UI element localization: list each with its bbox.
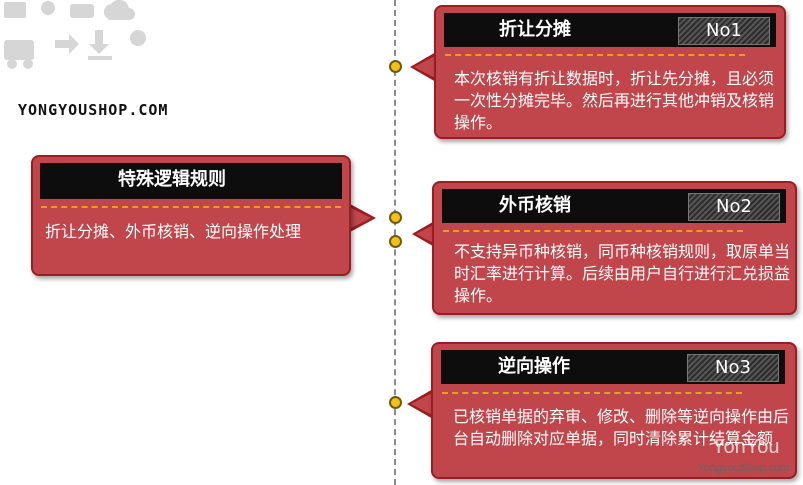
rule-card-1: 折让分摊 No1 本次核销有折让数据时，折让先分摊，且必须一次性分摊完毕。然后再… bbox=[434, 5, 786, 139]
timeline-dot-1 bbox=[389, 60, 402, 73]
rule-card-2: 外币核销 No2 不支持异币种核销，同币种核销规则，取原单当时汇率进行计算。后续… bbox=[432, 181, 797, 315]
rule-card-3: 逆向操作 No3 已核销单据的弃审、修改、删除等逆向操作由后台自动删除对应单据，… bbox=[431, 342, 797, 479]
watermark-logo: YonYou bbox=[712, 436, 780, 458]
box-icon bbox=[4, 2, 26, 18]
rule-card-3-header: 逆向操作 No3 bbox=[441, 350, 785, 384]
rule-card-2-header: 外币核销 No2 bbox=[442, 189, 786, 223]
rule-card-2-number-badge: No2 bbox=[688, 193, 780, 221]
truck-icon bbox=[4, 40, 34, 60]
timeline-dot-center bbox=[389, 211, 402, 224]
rule-card-2-title: 外币核销 bbox=[499, 195, 571, 216]
timeline-dot-3 bbox=[389, 396, 402, 409]
rule-card-1-body: 本次核销有折让数据时，折让先分摊，且必须一次性分摊完毕。然后再进行其他冲销及核销… bbox=[454, 69, 775, 132]
rule-card-3-divider bbox=[442, 392, 742, 394]
arrow-icon bbox=[55, 34, 79, 54]
rule-card-1-title: 折让分摊 bbox=[499, 19, 571, 40]
decorative-icons bbox=[4, 0, 146, 69]
cloud-icon bbox=[103, 0, 135, 20]
center-card-divider bbox=[41, 206, 341, 208]
rule-card-1-pointer-fill bbox=[414, 55, 437, 79]
center-card-header: 特殊逻辑规则 bbox=[40, 163, 342, 199]
gear-icon bbox=[130, 30, 146, 46]
center-card-body: 折让分摊、外币核销、逆向操作处理 bbox=[45, 222, 302, 241]
center-card: 特殊逻辑规则 折让分摊、外币核销、逆向操作处理 bbox=[31, 155, 351, 276]
timeline-dot-2 bbox=[389, 235, 402, 248]
brand-logo: YONGYOUSHOP.COM bbox=[18, 101, 169, 119]
rule-card-2-body: 不支持异币种核销，同币种核销规则，取原单当时汇率进行计算。后续由用户自行进行汇兑… bbox=[454, 242, 791, 305]
rule-card-2-divider bbox=[443, 230, 743, 232]
rule-card-3-title: 逆向操作 bbox=[498, 356, 570, 377]
cart-icon bbox=[70, 4, 94, 18]
rule-card-3-number-badge: No3 bbox=[687, 354, 779, 382]
center-card-title: 特殊逻辑规则 bbox=[118, 169, 226, 190]
rule-card-3-pointer-fill bbox=[411, 392, 434, 416]
center-card-pointer-fill bbox=[349, 207, 371, 229]
person-icon bbox=[41, 1, 55, 15]
watermark-site: YongyouShop.com bbox=[697, 462, 790, 474]
rule-card-1-divider bbox=[445, 54, 745, 56]
rule-card-3-body: 已核销单据的弃审、修改、删除等逆向操作由后台自动删除对应单据，同时清除累计结算金… bbox=[453, 407, 790, 448]
rule-card-1-number-badge: No1 bbox=[678, 17, 770, 45]
download-icon bbox=[89, 30, 109, 54]
rule-card-1-header: 折让分摊 No1 bbox=[444, 13, 776, 47]
